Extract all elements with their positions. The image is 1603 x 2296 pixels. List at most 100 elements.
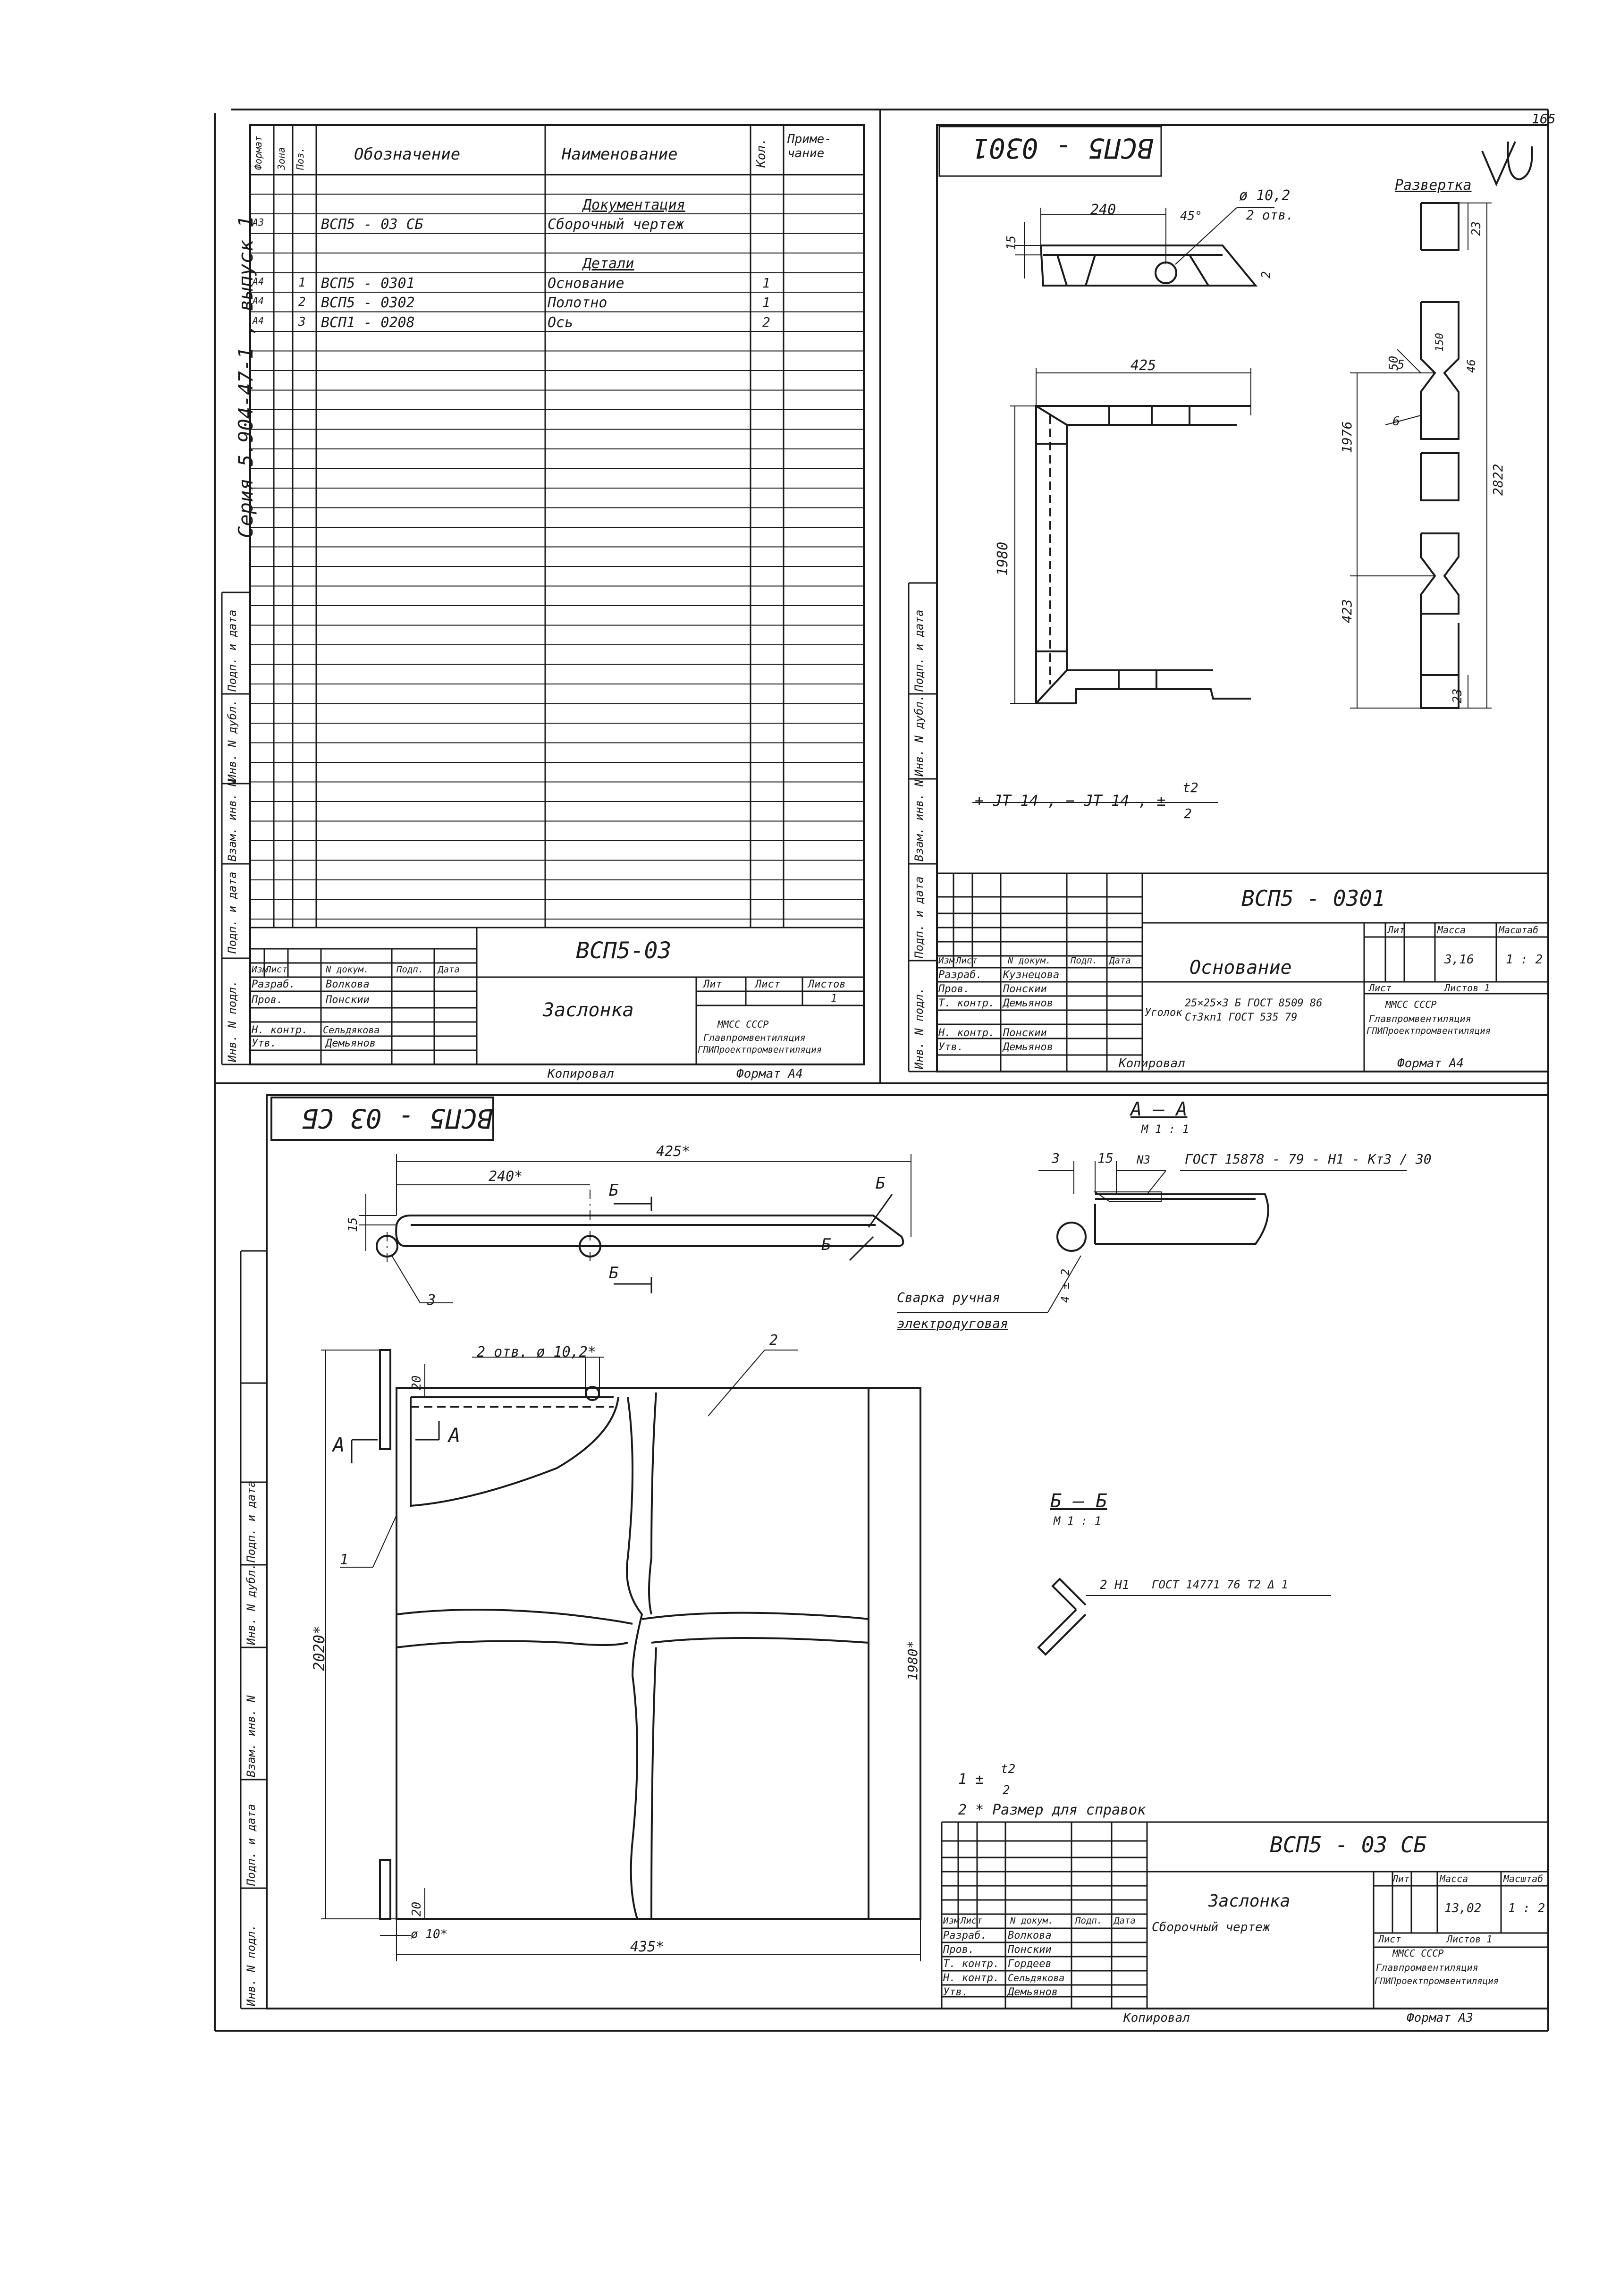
spec-title-name: Заслонка	[543, 999, 634, 1021]
spec-side-strip	[221, 591, 251, 1065]
assembly-section-b1: Б	[609, 1181, 619, 1200]
section-aa-dim-15: 15	[1097, 1150, 1114, 1166]
spec-cell-name: Основание	[548, 275, 624, 292]
assembly-dim-10: ø 10*	[411, 1927, 448, 1941]
spec-org-line1: ММСС СССР	[717, 1019, 769, 1030]
spec-table-grid	[250, 125, 864, 928]
section-bb-gost: ГОСТ 14771 76 Т2 Δ 1	[1152, 1578, 1288, 1591]
detail-dim-45: 45°	[1180, 209, 1202, 223]
spec-side-inv-podl: Инв. N подл.	[226, 980, 239, 1062]
detail-dim-23b: 23	[1451, 688, 1465, 703]
detail-development-label: Развертка	[1395, 177, 1472, 194]
assembly-scale-value: 1 : 2	[1508, 1901, 1545, 1916]
spec-org-line2: Главпромвентиляция	[703, 1032, 806, 1043]
section-aa-4: 4 ± 2	[1059, 1268, 1072, 1303]
assembly-front-view	[321, 1349, 921, 1961]
section-aa-weld: N3	[1137, 1153, 1150, 1166]
detail-sheet-label: Лист	[1369, 982, 1392, 994]
detail-sheet-frame	[936, 124, 1549, 1072]
detail-dim-5: 5	[1397, 358, 1405, 372]
assembly-title-name: Заслонка	[1208, 1891, 1291, 1911]
assembly-stamp-tkontr: Т. контр.	[943, 1958, 1000, 1970]
detail-tolerance-num: t2	[1182, 780, 1198, 795]
detail-stamp-utv: Утв.	[938, 1041, 963, 1053]
detail-title-doc: ВСП5 - 0301	[1241, 886, 1385, 911]
detail-razrab-name: Кузнецова	[1003, 969, 1060, 981]
assembly-stamp-utv: Утв.	[943, 1986, 968, 1998]
spec-side-podp2: Подп. и дата	[226, 609, 239, 692]
spec-col-lit: Лит	[703, 979, 722, 990]
spec-stamp-nkontr: Н. контр.	[252, 1024, 308, 1036]
spec-header-note: Приме-чание	[787, 132, 832, 160]
spec-col-sheet: Лист	[755, 979, 780, 990]
spec-side-vzam: Взам. инв. N	[226, 779, 239, 861]
assembly-org-line2: Главпромвентиляция	[1376, 1962, 1478, 1973]
spec-header-format: Формат	[253, 135, 264, 170]
assembly-stamp-razrab: Разраб.	[943, 1930, 987, 1941]
spec-stamp-head-sign: Подп.	[397, 964, 424, 975]
spec-cell-designation: ВСП5 - 0301	[321, 275, 415, 292]
spec-stamp-razrab: Разраб.	[252, 979, 295, 990]
section-bb-weld: 2 Н1	[1100, 1578, 1130, 1592]
detail-material-b: 25×25×3 Б ГОСТ 8509 86	[1185, 997, 1323, 1009]
detail-tkontr-name: Демьянов	[1003, 997, 1053, 1009]
series-label: Серия 5.904-47-1 , выпуск 1	[234, 216, 257, 538]
assembly-section-b3: Б	[876, 1174, 886, 1193]
spec-cell-pos: 2	[298, 295, 306, 309]
section-bb-title: Б – Б	[1050, 1490, 1107, 1512]
detail-top-view	[1015, 207, 1274, 287]
assembly-dim-2020: 2020*	[310, 1625, 328, 1671]
detail-stamp-razrab: Разраб.	[938, 969, 982, 981]
spec-prov-name: Понскии	[326, 994, 370, 1006]
spec-cell-format: А4	[253, 314, 264, 326]
assembly-note-1: 1 ±	[958, 1771, 984, 1788]
assembly-col-lit: Лит	[1392, 1873, 1410, 1884]
detail-side-strip	[908, 582, 937, 1072]
detail-dim-46: 46	[1465, 359, 1478, 373]
assembly-org-line1: ММСС СССР	[1392, 1948, 1444, 1959]
detail-stamp-head-list: Лист	[956, 955, 978, 966]
spec-cell-name: Ось	[548, 314, 574, 331]
detail-format: Формат А4	[1397, 1056, 1464, 1071]
spec-nkontr-name: Сельдякова	[323, 1024, 380, 1036]
spec-cell-qty: 1	[762, 295, 770, 310]
assembly-stamp-prov: Пров.	[943, 1944, 975, 1956]
spec-cell-name: Полотно	[548, 295, 607, 311]
detail-dim-1980: 1980	[995, 541, 1011, 576]
section-aa-scale: М 1 : 1	[1141, 1123, 1190, 1136]
detail-dim-6: 6	[1392, 414, 1400, 429]
assembly-tkontr-name: Гордеев	[1008, 1958, 1052, 1970]
assembly-utv-name: Демьянов	[1008, 1986, 1058, 1998]
detail-frame-view	[1010, 368, 1251, 704]
detail-scale-value: 1 : 2	[1506, 953, 1543, 967]
assembly-side-podp2: Подп. и дата	[245, 1480, 258, 1562]
assembly-sheet-label: Лист	[1378, 1933, 1401, 1945]
spec-title-doc: ВСП5-03	[576, 937, 672, 964]
assembly-mirrored-code: ВСП5 - 03 СБ	[302, 1103, 493, 1133]
spec-razrab-name: Волкова	[326, 979, 370, 990]
assembly-side-vzam: Взам. инв. N	[245, 1695, 258, 1777]
spec-side-podp1: Подп. и дата	[226, 871, 239, 954]
assembly-dim-435: 435*	[630, 1939, 665, 1955]
detail-material-c: Ст3кп1 ГОСТ 535 79	[1185, 1012, 1298, 1023]
detail-development-view	[1350, 202, 1492, 709]
assembly-dim-425: 425*	[656, 1143, 691, 1160]
assembly-dim-1980: 1980*	[905, 1640, 920, 1680]
spec-cell-format: А4	[253, 295, 264, 306]
assembly-side-inv-podl: Инв. N подл.	[245, 1924, 258, 2006]
spec-header-qty: Кол.	[754, 138, 768, 168]
detail-stamp-nkontr: Н. контр.	[938, 1027, 995, 1039]
detail-title-name: Основание	[1190, 957, 1292, 979]
assembly-top-view	[359, 1154, 911, 1303]
detail-mass-value: 3,16	[1444, 953, 1474, 967]
detail-stamp-tkontr: Т. контр.	[938, 997, 995, 1009]
detail-org-line3: ГПИПроектпромвентиляция	[1367, 1026, 1491, 1036]
assembly-section-b4: Б	[821, 1235, 831, 1254]
section-aa-gost: ГОСТ 15878 - 79 - Н1 - Кт3 / 30	[1185, 1151, 1432, 1167]
spec-header-zone: Зона	[276, 147, 287, 170]
detail-dim-1976: 1976	[1339, 421, 1355, 453]
detail-mirrored-code: ВСП5 - 0301	[972, 132, 1154, 164]
detail-side-podp2: Подп. и дата	[912, 609, 926, 692]
spec-side-dubl: Инв. N дубл.	[226, 699, 239, 781]
